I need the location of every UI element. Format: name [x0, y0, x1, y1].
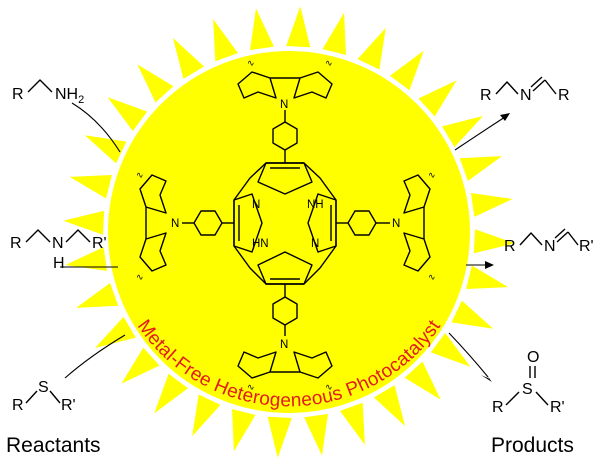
sun-ray: [267, 416, 292, 458]
reactant-h-label: H: [53, 255, 65, 272]
sun-ray: [442, 116, 483, 148]
sun-ray: [173, 38, 205, 79]
sun-ray: [459, 156, 502, 181]
linkage-mark: ∿: [428, 170, 436, 180]
atom-nh: NH: [307, 199, 324, 211]
atom-n: N: [252, 199, 260, 211]
sun-ray: [286, 6, 311, 48]
reactant-sulfide: R S R': [12, 379, 76, 414]
arrow-sulfoxide-out: [448, 332, 489, 378]
sun-rays: [63, 6, 515, 458]
sun-ray: [137, 64, 174, 103]
linkage-mark: ∿: [325, 382, 333, 392]
sun-ray: [357, 27, 386, 70]
sun-ray: [340, 402, 365, 445]
product-r-label: R: [492, 399, 504, 416]
reactant-s-label: S: [38, 379, 49, 396]
atom-hn: HN: [252, 238, 269, 250]
sun-ray: [192, 394, 221, 437]
reactant-r2-label: R': [92, 235, 107, 252]
sun-disc: [104, 47, 474, 417]
reactant-primary-amine: R NH2: [12, 79, 84, 106]
sun-ray: [232, 409, 256, 452]
sun-ray: [390, 50, 424, 91]
products-label: Products: [491, 434, 574, 457]
sun-ray: [65, 247, 108, 271]
linkage-mark: ∿: [247, 58, 255, 68]
arrowhead-icon: [500, 113, 510, 121]
product-secondary-imine: R N R': [504, 228, 594, 255]
sun-ray: [69, 175, 112, 199]
linkage-mark: ∿: [428, 272, 436, 282]
sun-ray: [213, 19, 238, 62]
sun-ray: [95, 316, 136, 348]
sun-ray: [418, 80, 457, 117]
porphyrin-structure: NH HN N N N ∿ ∿ N ∿ ∿ N ∿ ∿: [136, 58, 436, 392]
atom-n: N: [311, 238, 319, 250]
sun-ray: [76, 283, 119, 308]
atom-n: N: [280, 339, 288, 351]
arrow-imine-out: [454, 116, 506, 151]
reactants-label: Reactants: [6, 434, 101, 457]
sun-ray: [451, 300, 494, 329]
sun-ray: [470, 193, 513, 217]
sun-ray: [107, 97, 148, 131]
product-imine: R N R: [480, 76, 570, 104]
linkage-mark: ∿: [136, 272, 144, 282]
sun-ray: [473, 229, 515, 254]
product-r2-label: R: [558, 87, 570, 104]
product-s-label: S: [522, 381, 533, 398]
reactant-secondary-amine: R N H R': [10, 229, 107, 272]
product-n-label: N: [544, 238, 556, 255]
reactant-r2-label: R': [61, 397, 76, 414]
arrow-amine-in: [71, 102, 121, 153]
arrowhead-icon: [481, 373, 492, 382]
product-r2-label: R': [579, 238, 594, 255]
sun-ray: [63, 210, 105, 235]
atom-n: N: [392, 218, 400, 230]
product-sulfoxide: O R S R': [492, 349, 565, 416]
sun-ray: [250, 8, 274, 51]
sun-ray: [154, 373, 188, 414]
reactant-r-label: R: [12, 86, 24, 103]
atom-n: N: [171, 218, 179, 230]
reactant-nh-label: NH: [55, 86, 78, 103]
reactant-sub-label: 2: [78, 94, 84, 106]
product-r-label: R: [480, 87, 492, 104]
arrow-sulfide-in: [64, 334, 126, 379]
sun-ray: [121, 347, 160, 384]
sun-icon: [63, 6, 515, 458]
sun-ray: [466, 265, 509, 289]
reactant-n-label: N: [52, 235, 64, 252]
sun-ray: [304, 413, 328, 456]
product-o-label: O: [527, 349, 539, 366]
sun-ray: [322, 12, 346, 55]
reactant-r-label: R: [12, 397, 24, 414]
reaction-arrows: [60, 102, 510, 382]
atom-n: N: [280, 99, 288, 111]
sun-ray: [404, 361, 441, 400]
product-r-label: R: [504, 238, 516, 255]
linkage-mark: ∿: [325, 58, 333, 68]
product-n-label: N: [520, 87, 532, 104]
sun-ray: [430, 333, 471, 367]
sun-ray: [84, 135, 127, 164]
svg-text:NH2: NH2: [55, 86, 84, 106]
linkage-mark: ∿: [247, 382, 255, 392]
sun-ray: [373, 385, 405, 426]
linkage-mark: ∿: [136, 170, 144, 180]
arrowhead-icon: [485, 261, 494, 269]
product-r2-label: R': [550, 399, 565, 416]
reactant-r-label: R: [10, 235, 22, 252]
